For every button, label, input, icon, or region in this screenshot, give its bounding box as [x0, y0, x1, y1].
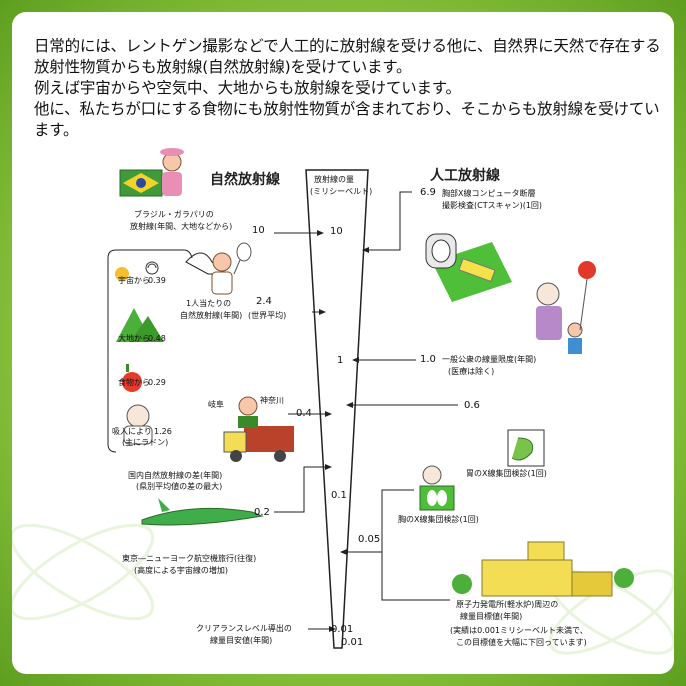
airplane-illustration: [141, 498, 264, 526]
chest-xray-illustration: [419, 465, 455, 511]
scale-unit: (ミリシーベルト): [310, 187, 373, 196]
flight-value: 0.2: [254, 507, 270, 518]
clearance-value: 0.01: [341, 637, 364, 648]
nuclear-line1: 原子力発電所(軽水炉)周辺の: [456, 600, 559, 609]
arrow-nuclear: [381, 552, 450, 601]
brazil-line1: ブラジル・ガラパリの: [134, 210, 214, 219]
nuclear-line2: 線量目標値(年間): [460, 612, 523, 621]
world-value: 2.4: [256, 296, 272, 307]
clearance-line2: 線量目安値(年間): [210, 636, 273, 645]
tick-0.01: 0.01: [331, 624, 354, 635]
stomach-value: 0.6: [464, 400, 480, 411]
nuclear-plant-illustration: [452, 541, 634, 597]
natural-arrowheads: [317, 230, 336, 632]
breakdown-food-label: 食物から: [118, 378, 150, 387]
content-panel: 日常的には、レントゲン撮影などで人工的に放射線を受ける他に、自然界に天然で存在す…: [12, 12, 674, 674]
intro-paragraph-1: 日常的には、レントゲン撮影などで人工的に放射線を受ける他に、自然界に天然で存在す…: [34, 37, 661, 76]
stomach-line1: 胃のX線集団検診(1回): [466, 469, 547, 478]
ct-line1: 胸部X線コンピュータ断層: [442, 189, 536, 198]
brazil-illustration: [119, 148, 184, 197]
public-line1: 一般公衆の線量限度(年間): [442, 355, 537, 364]
clearance-line1: クリアランスレベル導出の: [196, 624, 292, 633]
world-line1: 1人当たりの: [186, 299, 232, 308]
domestic-from: 岐阜: [208, 400, 224, 409]
artificial-arrowheads: [340, 247, 369, 555]
arrow-flight: [274, 466, 330, 513]
scale-title: 放射線の量: [314, 175, 354, 184]
tick-10: 10: [330, 226, 343, 237]
brazil-value: 10: [252, 225, 265, 236]
family-illustration: [536, 261, 596, 354]
breakdown-inhale-value: 1.26: [154, 427, 172, 436]
intro-paragraph-2: 例えば宇宙からや空気中、大地からも放射線を受けています。: [34, 79, 461, 97]
public-line2: (医療は除く): [448, 367, 495, 376]
natural-heading: 自然放射線: [210, 172, 280, 188]
brazil-line2: 放射線(年間、大地などから): [130, 222, 233, 231]
breakdown-inhale-label: 吸入により: [112, 427, 152, 436]
tick-0.1: 0.1: [331, 490, 347, 501]
truck-illustration: [223, 396, 294, 462]
arrow-ct: [364, 191, 412, 251]
artificial-arrows: [342, 191, 458, 601]
diagram-graphics: [12, 148, 674, 655]
natural-arrows: [274, 232, 334, 630]
arrow-chest: [342, 489, 414, 553]
chest-line1: 胸のX線集団検診(1回): [398, 515, 479, 524]
ct-value: 6.9: [420, 187, 436, 198]
breakdown-earth-label: 大地から: [118, 334, 150, 343]
tick-1: 1: [337, 355, 344, 366]
domestic-value: 0.4: [296, 408, 312, 419]
public-value: 1.0: [420, 354, 436, 365]
breakdown-cosmic-label: 宇宙から: [118, 276, 150, 285]
grandma-breathing-illustration: [123, 404, 153, 445]
world-line2: 自然放射線(年間): [180, 311, 243, 320]
cosmic-illustration: [115, 261, 159, 281]
world-note: (世界平均): [248, 311, 287, 320]
intro-paragraph-3: 他に、私たちが口にする食物にも放射性物質が含まれており、そこからも放射線を受けて…: [34, 100, 660, 139]
breakdown-inhale-note: (主にラドン): [122, 438, 169, 447]
flight-line2: (高度による宇宙線の増加): [134, 566, 229, 575]
dose-funnel: [305, 169, 369, 649]
domestic-line2: (県別平均値の差の最大): [136, 482, 223, 491]
breakdown-earth-value: 0.48: [148, 334, 166, 343]
stomach-xray-illustration: [507, 429, 545, 467]
domestic-to: 神奈川: [260, 396, 284, 405]
flight-line1: 東京―ニューヨーク航空機旅行(往復): [122, 554, 257, 563]
chest-value: 0.05: [358, 534, 381, 545]
food-illustration: [122, 364, 142, 392]
nuclear-line3: (実績は0.001ミリシーベルト未満で、: [450, 626, 588, 635]
breakdown-cosmic-value: 0.39: [148, 276, 166, 285]
ct-scanner-illustration: [425, 233, 512, 302]
intro-text: 日常的には、レントゲン撮影などで人工的に放射線を受ける他に、自然界に天然で存在す…: [34, 36, 674, 141]
artificial-heading: 人工放射線: [430, 168, 500, 184]
ct-line2: 撮影検査(CTスキャン)(1回): [442, 201, 543, 210]
earth-illustration: [116, 308, 164, 342]
domestic-line1: 国内自然放射線の差(年間): [128, 471, 223, 480]
breakdown-food-value: 0.29: [148, 378, 166, 387]
nuclear-line4: この目標値を大幅に下回っています): [456, 638, 587, 647]
tennis-player-illustration: [211, 242, 252, 295]
